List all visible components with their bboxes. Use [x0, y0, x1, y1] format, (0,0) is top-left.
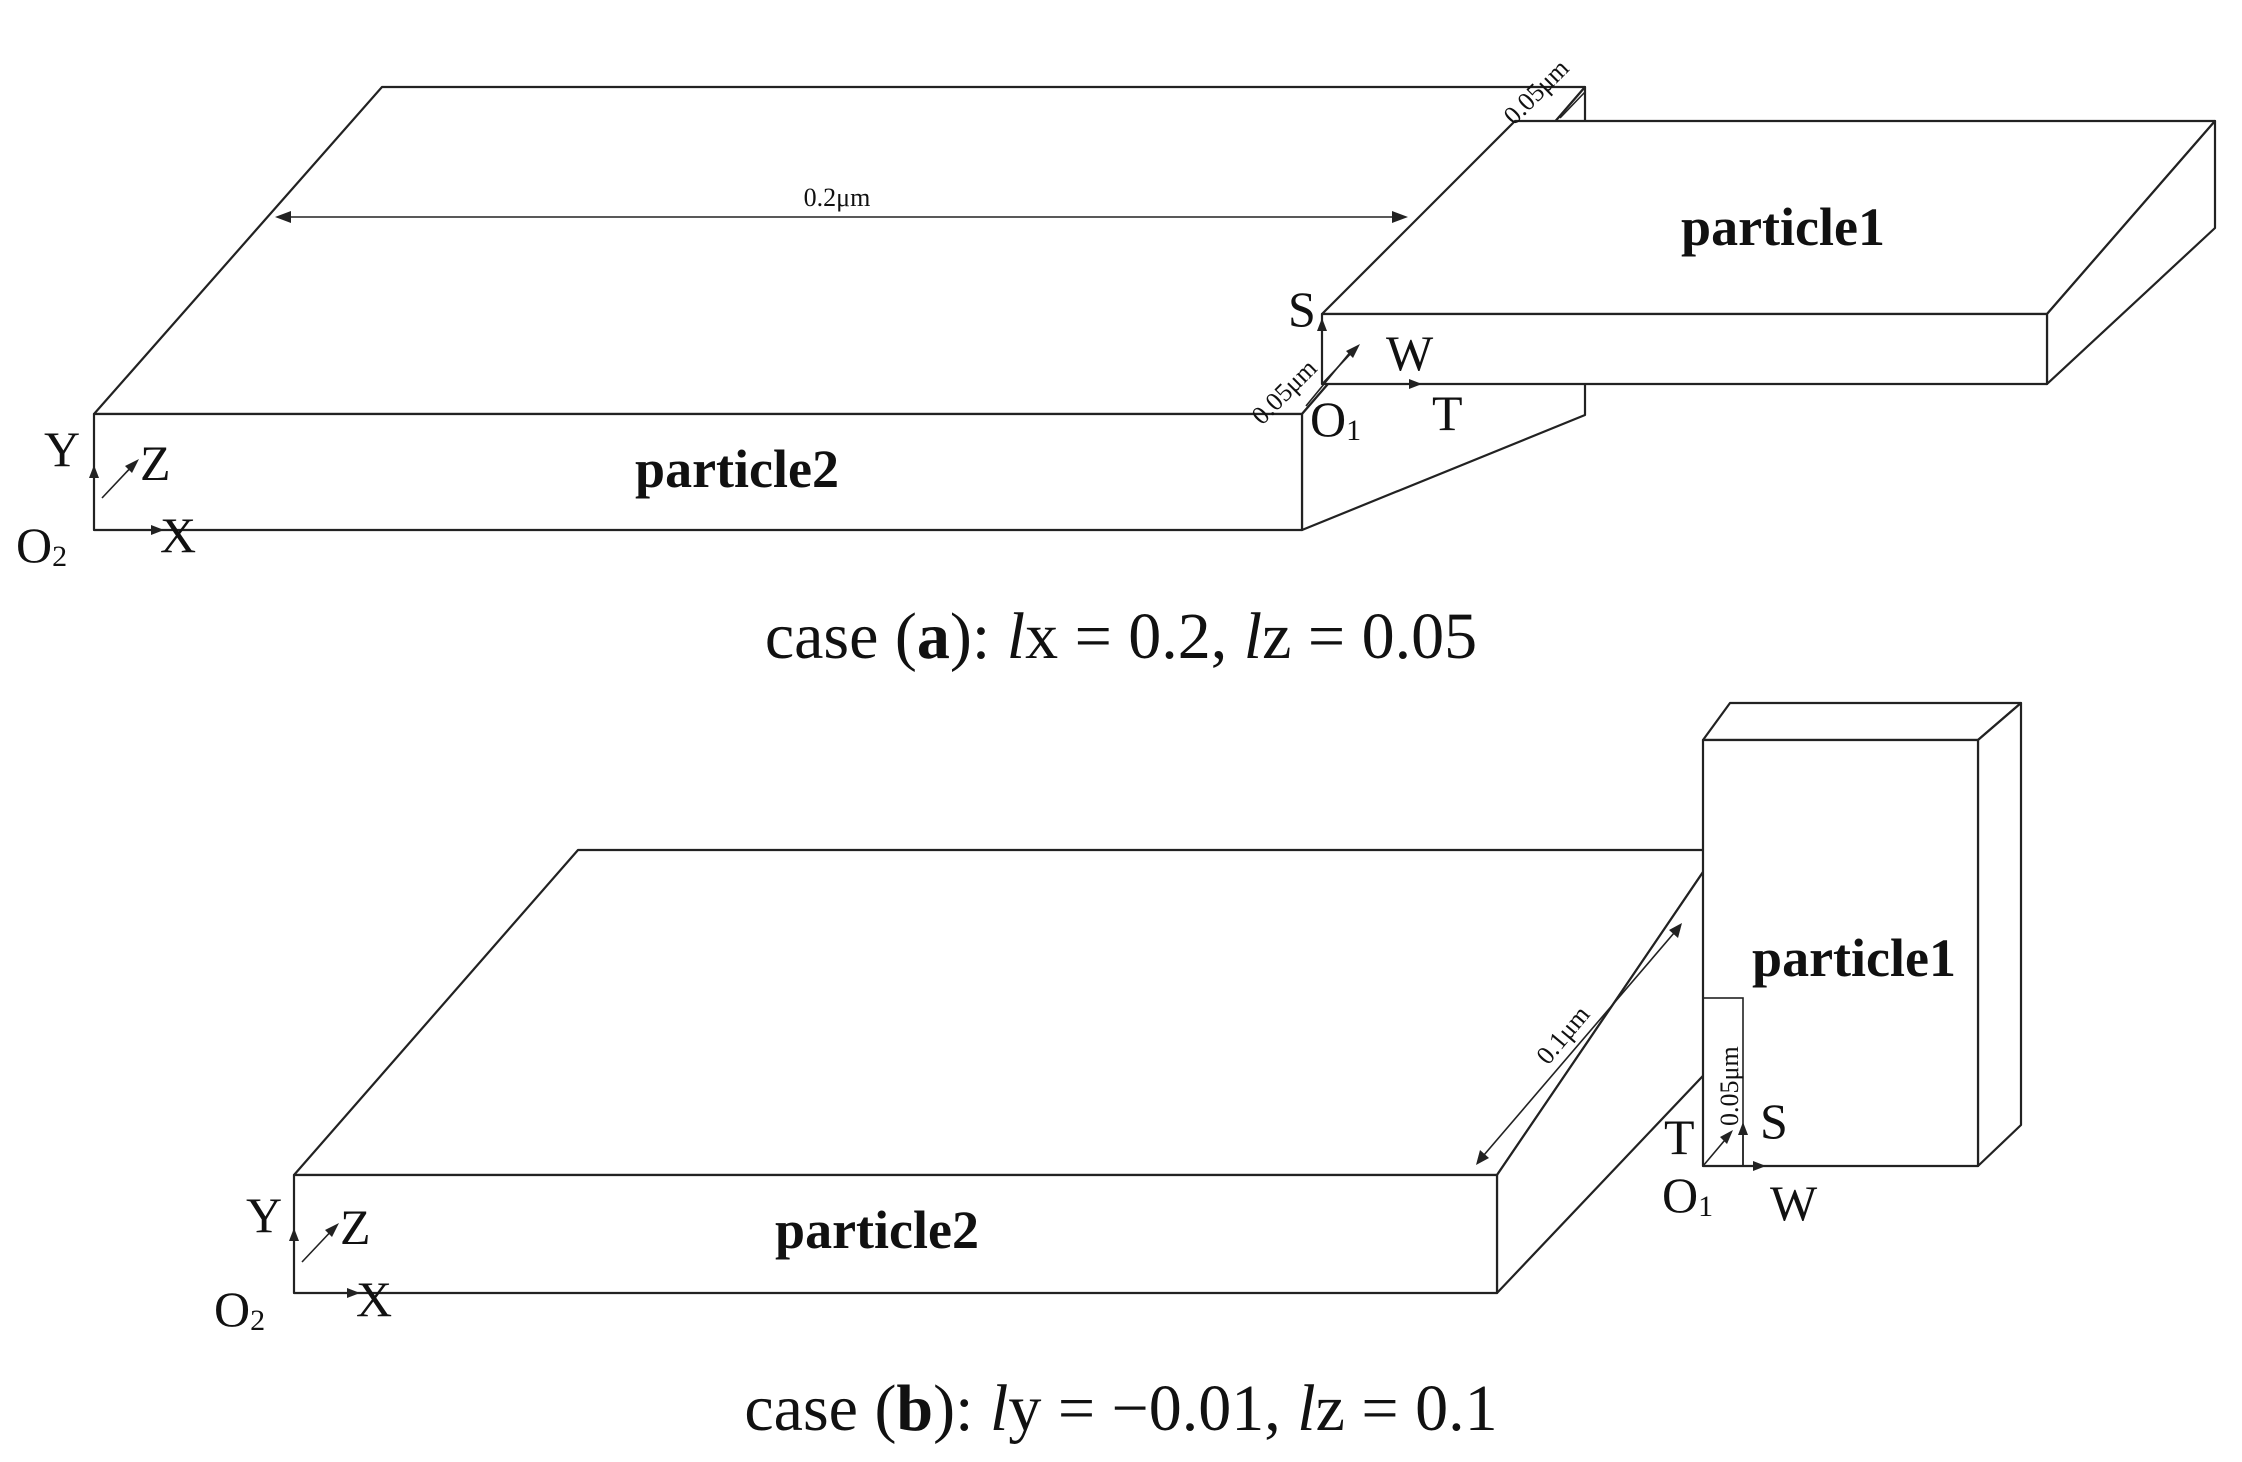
case-b-origin1-label: O1 — [1662, 1167, 1713, 1223]
case-b-axis-s-label: S — [1760, 1093, 1788, 1149]
case-a-dim-length-label: 0.2μm — [804, 183, 871, 212]
case-a-diagram: 0.2μm 0.05μm 0.05μm Y Z X O2 — [16, 53, 2217, 673]
case-b-particle1-label: particle1 — [1752, 928, 1956, 988]
case-a-origin1-label: O1 — [1310, 391, 1361, 447]
case-a-origin2-axes: Y Z X O2 — [16, 421, 196, 573]
case-b-axis-w-label: W — [1770, 1175, 1818, 1231]
case-b-dim-height: 0.05μm — [1702, 997, 1744, 1167]
case-a-origin1-axes: S W T O1 — [1288, 281, 1463, 447]
case-b-origin1-axes: T S W O1 — [1662, 1093, 1818, 1231]
case-b-particle1-box — [1701, 701, 2023, 1168]
case-a-particle1-box — [1320, 119, 2217, 386]
case-b-dim-height-label: 0.05μm — [1715, 1046, 1744, 1126]
case-b-particle2-box — [292, 848, 1720, 1295]
case-a-particle1-label: particle1 — [1681, 197, 1885, 257]
case-b-caption: case (b): ly = −0.01, lz = 0.1 — [744, 1372, 1497, 1445]
case-a-origin2-label: O2 — [16, 517, 67, 573]
case-b-axis-y-label: Y — [246, 1187, 282, 1243]
case-b-axis-x-label: X — [356, 1271, 392, 1327]
case-b-origin2-axes: Y Z X O2 — [214, 1187, 392, 1337]
case-a-particle2-label: particle2 — [635, 439, 839, 499]
case-a-axis-y-label: Y — [44, 421, 80, 477]
case-b-diagram: 0.1μm 0.05μm Y Z X O2 T — [214, 701, 2023, 1445]
case-b-axis-t-label: T — [1664, 1109, 1695, 1165]
case-a-dim-length: 0.2μm — [275, 183, 1408, 223]
case-a-axis-w-label: W — [1386, 325, 1434, 381]
case-a-axis-z-label: Z — [140, 435, 171, 491]
case-b-particle2-label: particle2 — [775, 1200, 979, 1260]
case-b-origin2-label: O2 — [214, 1281, 265, 1337]
case-a-axis-x-label: X — [160, 507, 196, 563]
case-a-axis-t-label: T — [1432, 385, 1463, 441]
case-a-caption: case (a): lx = 0.2, lz = 0.05 — [765, 600, 1477, 673]
case-b-axis-z-label: Z — [340, 1199, 371, 1255]
case-a-axis-s-label: S — [1288, 281, 1316, 337]
